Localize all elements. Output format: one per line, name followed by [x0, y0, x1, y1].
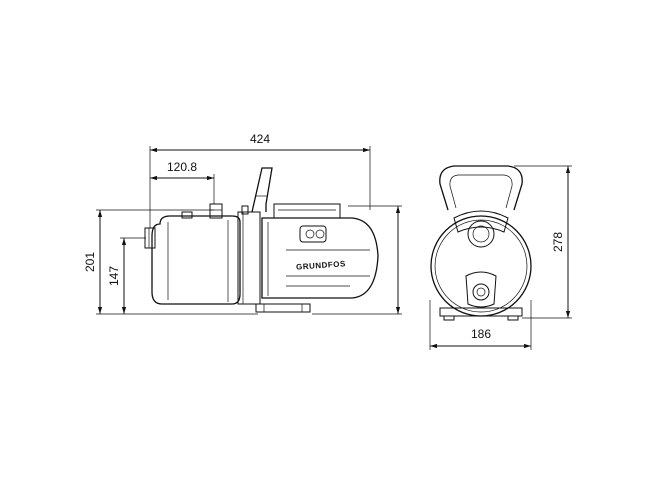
side-extension-lines: [96, 146, 402, 315]
dimension-label-424: 424: [250, 132, 270, 146]
dimension-label-186: 186: [471, 327, 491, 341]
dimension-inlet-offset: 120.8: [150, 160, 214, 181]
dimension-width-front: 186: [430, 327, 531, 349]
dimension-label-278: 278: [551, 232, 565, 252]
dimension-overall-height-front: 278: [551, 166, 571, 318]
base-feet: [255, 303, 311, 313]
motor-flange: [237, 205, 261, 305]
pump-housing: [151, 215, 241, 305]
dimension-overall-length: 424: [150, 132, 370, 153]
side-view: GRUNDFOS 424 120.8: [83, 132, 402, 315]
front-handle: [439, 165, 523, 211]
dimension-inlet-height: 147: [107, 238, 127, 314]
front-extension-lines: [429, 165, 572, 350]
front-body: [430, 210, 532, 317]
dimension-overall-height-side: 201: [83, 210, 103, 314]
motor-body: [261, 203, 379, 299]
inlet-nozzle: [144, 227, 156, 249]
dimension-label-147: 147: [107, 266, 121, 286]
brand-logo: GRUNDFOS: [296, 259, 346, 271]
front-view: 278 186: [429, 165, 572, 350]
dimension-label-201: 201: [83, 252, 97, 272]
dimension-label-120-8: 120.8: [167, 160, 197, 174]
carry-handle: [251, 167, 273, 213]
front-base: [439, 307, 523, 321]
